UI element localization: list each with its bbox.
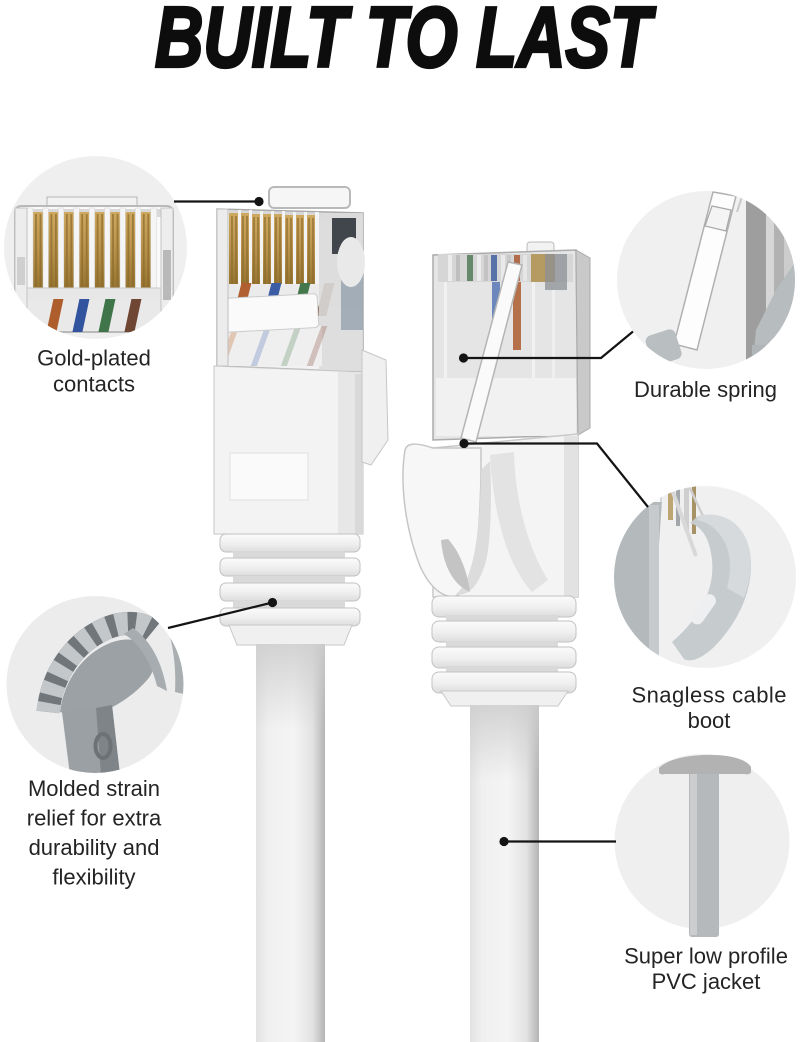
svg-text:relief for extra: relief for extra [27, 806, 162, 831]
svg-text:BUILT TO LAST: BUILT TO LAST [155, 0, 656, 86]
svg-text:boot: boot [688, 708, 731, 733]
svg-text:Molded strain: Molded strain [28, 776, 160, 801]
svg-text:Durable spring: Durable spring [634, 377, 777, 402]
svg-text:contacts: contacts [53, 372, 135, 397]
svg-text:PVC jacket: PVC jacket [652, 969, 761, 994]
svg-text:Snagless cable: Snagless cable [632, 683, 787, 708]
svg-text:durability and: durability and [29, 835, 160, 860]
svg-text:Super low profile: Super low profile [624, 944, 788, 969]
svg-text:Gold-plated: Gold-plated [37, 346, 151, 371]
svg-text:flexibility: flexibility [52, 865, 135, 890]
